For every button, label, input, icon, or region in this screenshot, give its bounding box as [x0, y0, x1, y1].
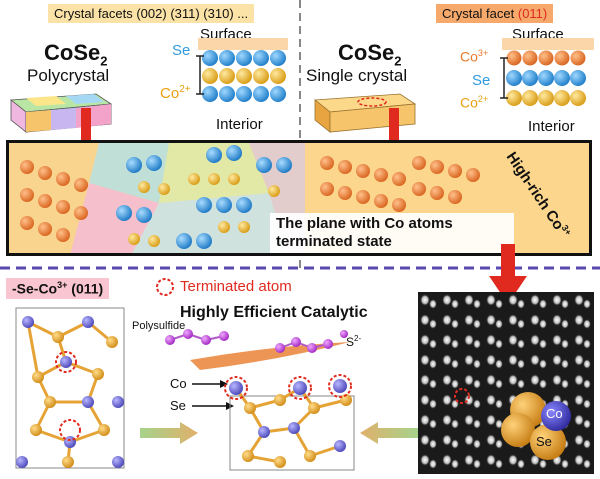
co2-symbol: Co: [160, 85, 180, 102]
interior-label-left: Interior: [216, 116, 263, 133]
s2-charge: 2-: [354, 334, 362, 343]
co3-charge: 3+: [477, 48, 489, 58]
crystal-structure-left: [15, 307, 125, 469]
tem-se-label: Se: [536, 434, 552, 449]
polysulfide-label: Polysulfide: [132, 320, 186, 332]
facet-tag-index: (011): [67, 280, 104, 297]
s2-symbol: S: [346, 335, 355, 349]
surface-atom-rows-left: [196, 38, 288, 102]
red-down-arrow-tem: [489, 244, 527, 304]
plane-text-box: The plane with Co atoms terminated state: [270, 213, 514, 253]
surface-atom-rows-right: [500, 38, 594, 106]
facet-tag-prefix: -Se-Co: [12, 280, 58, 297]
interior-label-right: Interior: [528, 118, 575, 135]
gradient-arrow-left: [360, 422, 418, 444]
co-pointer-label: Co: [170, 376, 187, 391]
facet-label-index: (011): [517, 6, 548, 21]
se-label-right: Se: [472, 72, 491, 89]
co2-charge-right: 2+: [477, 94, 489, 104]
co2-label-right: Co2+: [460, 94, 488, 111]
co2-charge: 2+: [179, 84, 191, 95]
facets-label-box: Crystal facets (002) (311) (310) ...: [48, 4, 255, 23]
tem-image: Co Se: [418, 292, 594, 474]
tem-co-label: Co: [546, 406, 563, 421]
se-label-left: Se: [172, 42, 191, 59]
co3-label-right: Co3+: [460, 48, 488, 65]
polysulfide-chain: [165, 329, 350, 370]
material-subscript: 2: [100, 53, 108, 69]
facet-label-prefix: Crystal facet: [442, 6, 518, 21]
co2-symbol-right: Co: [460, 94, 478, 111]
tem-lattice: [418, 292, 594, 474]
bottom-facet-tag: -Se-Co3+ (011): [6, 278, 110, 299]
material-name-right: CoSe: [338, 40, 395, 65]
material-formula-right: CoSe2: [338, 40, 401, 68]
se-pointer-label: Se: [170, 398, 186, 413]
co2-label-left: Co2+: [160, 84, 191, 102]
facets-label: Crystal facets (002) (311) (310) ...: [54, 6, 249, 21]
catalytic-surface-structure: [192, 374, 355, 471]
catalytic-title: Highly Efficient Catalytic: [180, 304, 368, 321]
s2-label: S2-: [346, 334, 361, 349]
polycrystal-label: Polycrystal: [27, 66, 110, 85]
facet-tag-charge: 3+: [57, 280, 68, 290]
terminated-atom-legend-text: Terminated atom: [180, 278, 292, 295]
terminated-atom-legend-icon: [156, 278, 174, 296]
plane-text-line2: terminated state: [276, 233, 392, 250]
single-crystal-label: Single crystal: [306, 66, 408, 85]
row-se-1: [202, 50, 286, 66]
material-name: CoSe: [44, 40, 101, 65]
facet-label-box-right: Crystal facet (011): [436, 4, 554, 23]
material-formula-left: CoSe2: [44, 40, 107, 68]
gradient-arrow-right: [140, 422, 198, 444]
material-subscript-right: 2: [394, 53, 402, 69]
co3-symbol: Co: [460, 48, 478, 65]
plane-text-line1: The plane with Co atoms: [276, 215, 453, 232]
